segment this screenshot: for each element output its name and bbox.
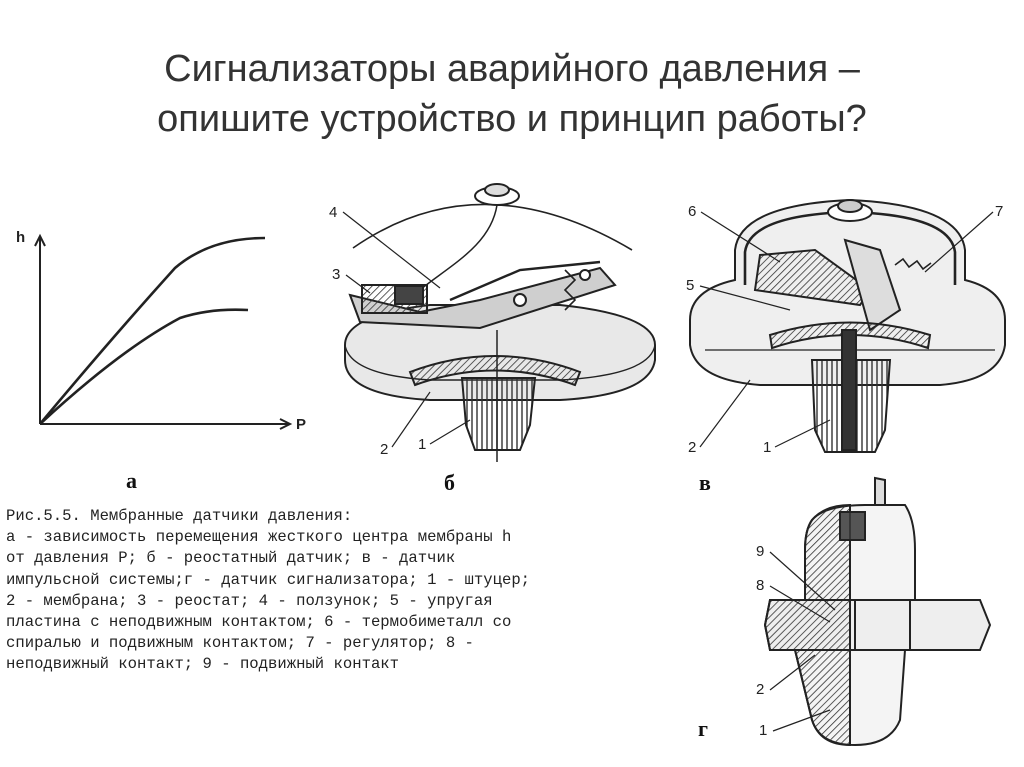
caption-line: а - зависимость перемещения жесткого цен… <box>6 528 512 547</box>
figure-label-v: в <box>699 470 711 495</box>
label-b-3: 3 <box>332 266 340 283</box>
label-b-1: 1 <box>418 436 426 453</box>
curve-lower <box>39 308 249 425</box>
label-b-4: 4 <box>329 204 337 221</box>
leader-lines-v <box>699 211 994 448</box>
caption-line: импульсной системы;г - датчик сигнализат… <box>6 570 531 589</box>
label-v-5: 5 <box>686 277 694 294</box>
figure-label-g: г <box>698 716 708 741</box>
impulse-sensor-drawing <box>689 198 1006 453</box>
caption-line: Рис.5.5. Мембранные датчики давления: <box>6 507 353 525</box>
label-g-9: 9 <box>756 543 764 560</box>
figure-label-b: б <box>444 470 455 495</box>
figure-label-a: а <box>126 468 137 493</box>
caption-line: от давления P; б - реостатный датчик; в … <box>6 549 456 568</box>
x-axis-arrow <box>279 418 293 430</box>
curve-upper <box>39 236 266 425</box>
title-line-1: Сигнализаторы аварийного давления – <box>164 48 860 90</box>
label-v-2: 2 <box>688 439 696 456</box>
alarm-sensor-drawing <box>763 476 992 747</box>
y-axis-label: h <box>16 229 25 246</box>
title-line-2: опишите устройство и принцип работы? <box>157 98 867 140</box>
y-axis-arrow <box>34 233 46 247</box>
caption-line: 2 - мембрана; 3 - реостат; 4 - ползунок;… <box>6 591 493 610</box>
x-axis-label: P <box>296 416 306 433</box>
caption-line: спиралью и подвижным контактом; 7 - регу… <box>6 634 474 653</box>
figure-caption: Рис.5.5. Мембранные датчики давления: а … <box>6 506 696 676</box>
rheostat-sensor-drawing <box>344 183 656 462</box>
label-v-1: 1 <box>763 439 771 456</box>
caption-line: пластина с неподвижным контактом; 6 - те… <box>6 613 512 632</box>
label-v-6: 6 <box>688 203 696 220</box>
label-v-7: 7 <box>995 203 1003 220</box>
label-b-2: 2 <box>380 441 388 458</box>
label-g-8: 8 <box>756 577 764 594</box>
label-g-1: 1 <box>759 722 767 739</box>
leader-lines-b <box>342 211 471 448</box>
caption-line: неподвижный контакт; 9 - подвижный конта… <box>6 655 400 674</box>
pressure-graph <box>34 233 293 430</box>
leader-lines-g <box>769 551 836 732</box>
slide-title: Сигнализаторы аварийного давления – опиш… <box>0 44 1024 144</box>
label-g-2: 2 <box>756 681 764 698</box>
